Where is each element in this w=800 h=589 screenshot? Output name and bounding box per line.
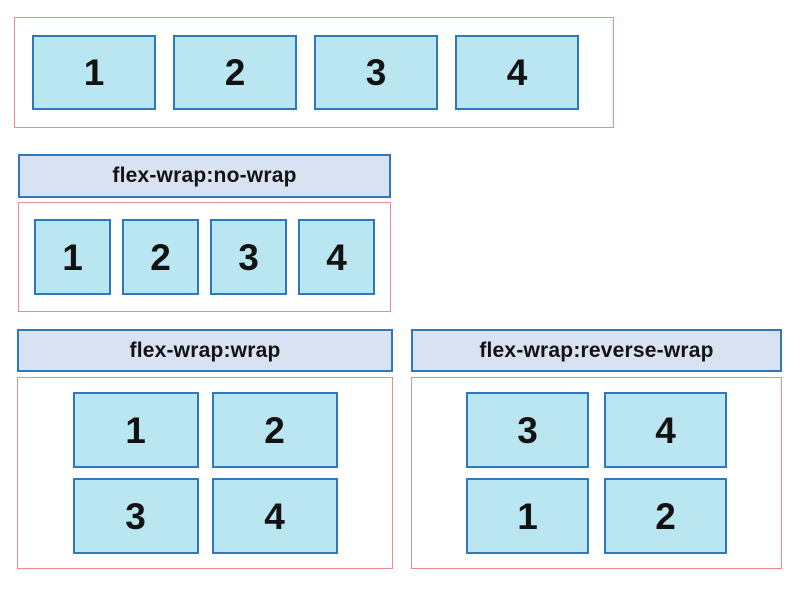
flex-container-wrap: 1 2 3 4 (17, 377, 393, 569)
flex-item: 3 (314, 35, 438, 110)
label-flex-wrap-reverse-wrap: flex-wrap:reverse-wrap (411, 329, 782, 372)
flex-item: 2 (173, 35, 297, 110)
flex-container-no-wrap: 1 2 3 4 (18, 202, 391, 312)
flex-item: 2 (122, 219, 199, 295)
flex-item: 1 (466, 478, 589, 554)
flex-item: 3 (72, 478, 199, 554)
flex-item: 4 (455, 35, 579, 110)
flex-item: 3 (466, 392, 589, 468)
flex-item: 1 (32, 35, 156, 110)
flex-item: 3 (210, 219, 287, 295)
flex-item: 2 (604, 478, 727, 554)
flex-item: 1 (72, 392, 199, 468)
flex-container-reverse-wrap: 3 4 1 2 (411, 377, 782, 569)
flex-item: 4 (604, 392, 727, 468)
label-flex-wrap-wrap: flex-wrap:wrap (17, 329, 393, 372)
label-flex-wrap-no-wrap: flex-wrap:no-wrap (18, 154, 391, 198)
flex-item: 4 (298, 219, 375, 295)
flex-item: 4 (211, 478, 338, 554)
flex-item: 1 (34, 219, 111, 295)
flex-container-initial: 1 2 3 4 (14, 17, 614, 128)
flex-item: 2 (211, 392, 338, 468)
